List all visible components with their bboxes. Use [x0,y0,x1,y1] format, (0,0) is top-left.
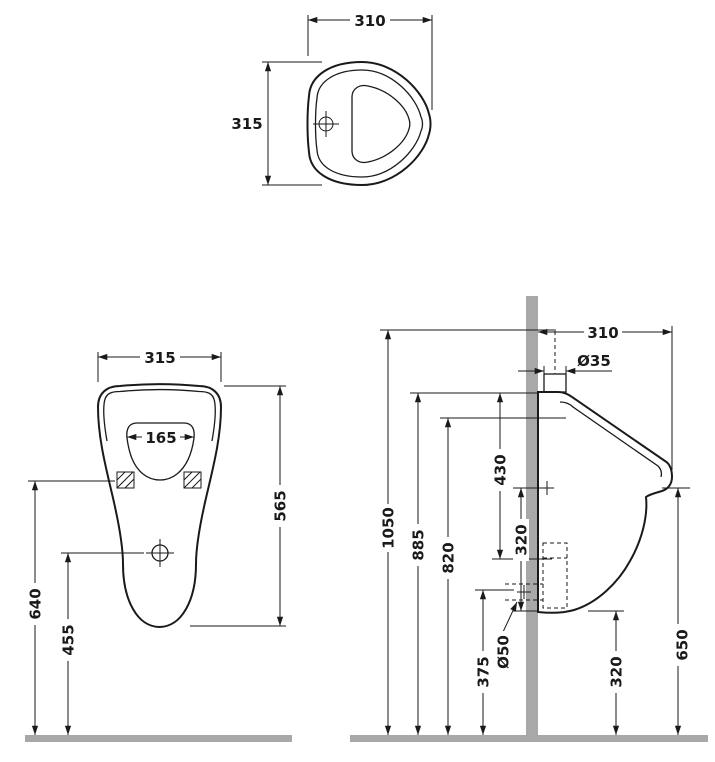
dim-label-side-outlet-height-group: 375 [475,651,493,693]
label-background [513,519,529,561]
top-view-inner-rim [314,69,424,178]
dimension-front-width: 315 [97,349,222,382]
dimension-side-inlet-diameter: Ø35 [518,352,612,376]
bracket-hatch [116,471,126,481]
dimension-side-rim-height: 885 [410,392,538,735]
dim-label-side-inner-rim-height: 820 [440,542,458,573]
dimension-front-fixing-height: 640 [27,480,115,735]
leader-line [502,601,518,633]
label-background [142,429,180,445]
dimension-front-opening-width: 165 [127,429,194,447]
dimension-front-drain-height: 455 [60,552,144,735]
front-view-bowl-opening [126,422,195,481]
label-background [495,631,511,673]
bracket-hatch [191,478,202,489]
dim-label-side-outlet-height: 375 [475,656,493,687]
bracket-hatch [183,471,193,481]
dimension-side-total-height: 1050 [380,329,556,735]
dim-label-front-drain-height: 455 [60,624,78,655]
bracket-hatch [183,471,201,489]
front-view: 315 165 565 640 [25,349,292,742]
dim-label-side-fixing-to-bottom: 320 [513,524,531,555]
dim-label-top-width: 315 [231,115,262,133]
dim-label-side-total-height-group: 1050 [380,504,398,552]
dim-label-top-depth: 310 [354,12,385,30]
dim-label-side-total-height: 1050 [380,507,398,549]
side-view-inner-rim [559,401,663,478]
fixing-bracket-right [183,471,202,489]
dim-label-front-fixing-height-group: 640 [27,583,45,625]
hidden-siphon-outline [542,542,568,609]
dim-label-side-outlet-diameter-group: Ø50 [495,631,513,673]
fixing-bracket-left [116,471,135,489]
dimension-side-depth: 310 [538,324,673,470]
floor-section-side [350,735,708,742]
dimension-side-lip-height: 650 [662,487,692,735]
label-background [350,12,390,28]
dimension-side-fixing-to-bottom: 320 [513,487,540,612]
dimension-side-outlet-height: 375 [475,589,514,735]
dim-label-front-height-group: 565 [272,485,290,527]
dimension-side-rim-to-spreader: 430 [492,393,552,560]
side-view-outer-contour [537,391,674,614]
inlet-spigot [543,373,567,393]
dim-label-front-width: 315 [144,349,175,367]
dim-label-side-outlet-diameter: Ø50 [495,635,513,669]
top-view-outer-contour [306,60,432,187]
dim-label-side-inlet-diameter: Ø35 [577,352,611,370]
dim-label-side-inner-rim-height-group: 820 [440,537,458,579]
top-view-bowl-opening [351,84,411,164]
wall-section [526,296,538,742]
label-background [60,619,76,661]
label-background [27,583,43,625]
dim-label-side-rim-height-group: 885 [410,524,428,566]
dim-label-side-bottom-height: 320 [608,656,626,687]
label-background [492,449,508,491]
side-view: 310 Ø35 1050 885 [350,296,708,742]
dim-label-front-height: 565 [272,490,290,521]
dim-label-front-fixing-height: 640 [27,588,45,619]
dim-label-front-drain-height-group: 455 [60,619,78,661]
bracket-hatch [116,471,134,489]
label-background [410,524,426,566]
dimension-top-depth: 310 [307,12,433,110]
label-background [584,324,622,340]
front-view-inner-rim [103,388,216,442]
dimension-side-bottom-height: 320 [588,610,626,735]
label-background [140,349,180,365]
dimension-top-width: 315 [231,61,322,186]
dim-label-side-lip-height-group: 650 [674,624,692,666]
label-background [380,504,396,552]
dim-label-front-opening-width: 165 [145,429,176,447]
label-background [272,485,288,527]
dim-label-side-bottom-height-group: 320 [608,651,626,693]
label-background [674,624,690,666]
bracket-hatch [124,478,135,489]
floor-section-front [25,735,292,742]
dim-label-side-rim-to-spreader: 430 [492,454,510,485]
label-background [608,651,624,693]
dimension-side-outlet-diameter: Ø50 [495,601,518,673]
dim-label-side-rim-to-spreader-group: 430 [492,449,510,491]
label-background [440,537,456,579]
label-background [475,651,491,693]
dim-label-side-lip-height: 650 [674,629,692,660]
dim-label-side-rim-height: 885 [410,529,428,560]
dimension-front-height: 565 [190,385,290,627]
front-view-outer-contour [96,383,223,629]
dim-label-side-depth: 310 [587,324,618,342]
dim-label-side-fixing-to-bottom-group: 320 [513,519,531,561]
top-view: 310 315 [231,12,433,187]
